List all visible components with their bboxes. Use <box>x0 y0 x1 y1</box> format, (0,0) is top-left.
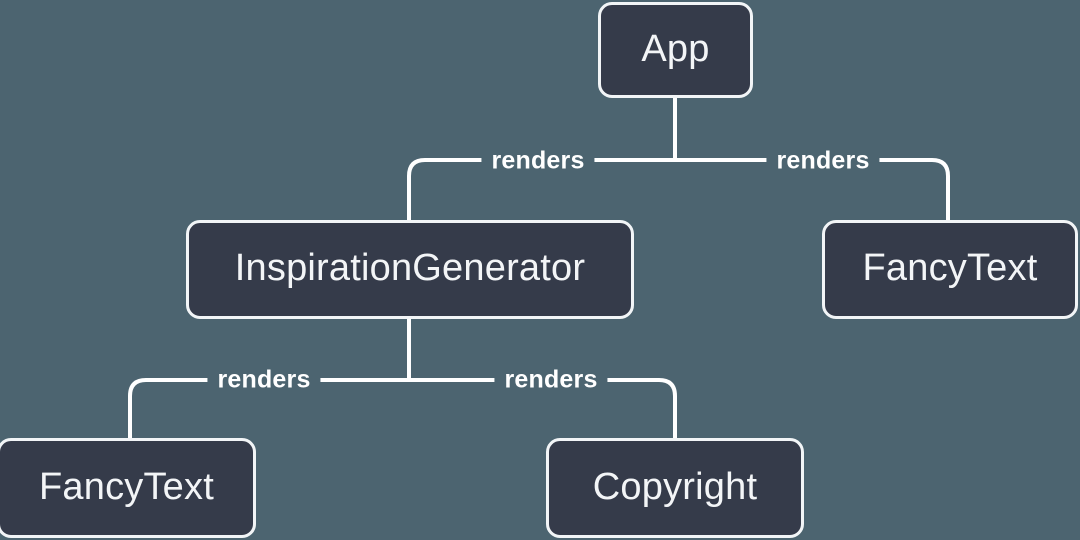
node-fancytext-left[interactable]: FancyText <box>0 438 256 538</box>
edge-app-to-fancytext-right <box>675 158 950 220</box>
node-app[interactable]: App <box>598 2 753 98</box>
node-app-label: App <box>641 27 710 70</box>
edge-app-to-inspirationgenerator <box>407 158 675 220</box>
edge-label-inspirationgenerator-to-copyright: renders <box>494 367 608 393</box>
node-inspirationgenerator-label: InspirationGenerator <box>234 247 586 289</box>
node-fancytext-left-label: FancyText <box>39 465 214 508</box>
edge-inspirationgenerator-to-fancytext-left <box>128 378 409 438</box>
node-copyright-label: Copyright <box>592 465 758 508</box>
node-inspirationgenerator[interactable]: InspirationGenerator <box>186 220 634 319</box>
node-fancytext-right-label: FancyText <box>862 247 1038 289</box>
edge-inspirationgenerator-to-copyright <box>409 378 677 438</box>
edge-label-app-to-inspirationgenerator: renders <box>481 148 595 174</box>
edge-label-inspirationgenerator-to-fancytext-left: renders <box>207 367 321 393</box>
node-fancytext-right[interactable]: FancyText <box>822 220 1078 319</box>
node-copyright[interactable]: Copyright <box>546 438 804 538</box>
edge-label-app-to-fancytext-right: renders <box>766 148 880 174</box>
